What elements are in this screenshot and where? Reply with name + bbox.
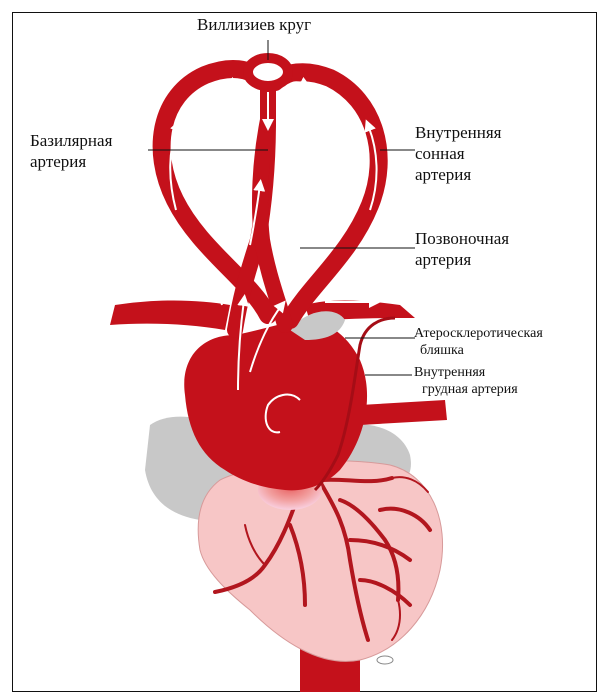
descending-branch	[360, 400, 447, 425]
label-willis-circle: Виллизиев круг	[197, 14, 311, 35]
label-internal-thoracic: Внутренняя грудная артерия	[414, 364, 518, 398]
label-basilar-artery: Базилярная артерия	[30, 130, 112, 172]
label-internal-carotid: Внутренняя сонная артерия	[415, 122, 501, 185]
artist-signature	[377, 656, 393, 664]
right-subclavian	[110, 300, 230, 330]
right-carotid	[275, 72, 379, 320]
label-vertebral-artery: Позвоночная артерия	[415, 228, 509, 270]
willis-circle	[248, 58, 288, 86]
label-plaque: Атеросклеротическая бляшка	[414, 325, 543, 359]
